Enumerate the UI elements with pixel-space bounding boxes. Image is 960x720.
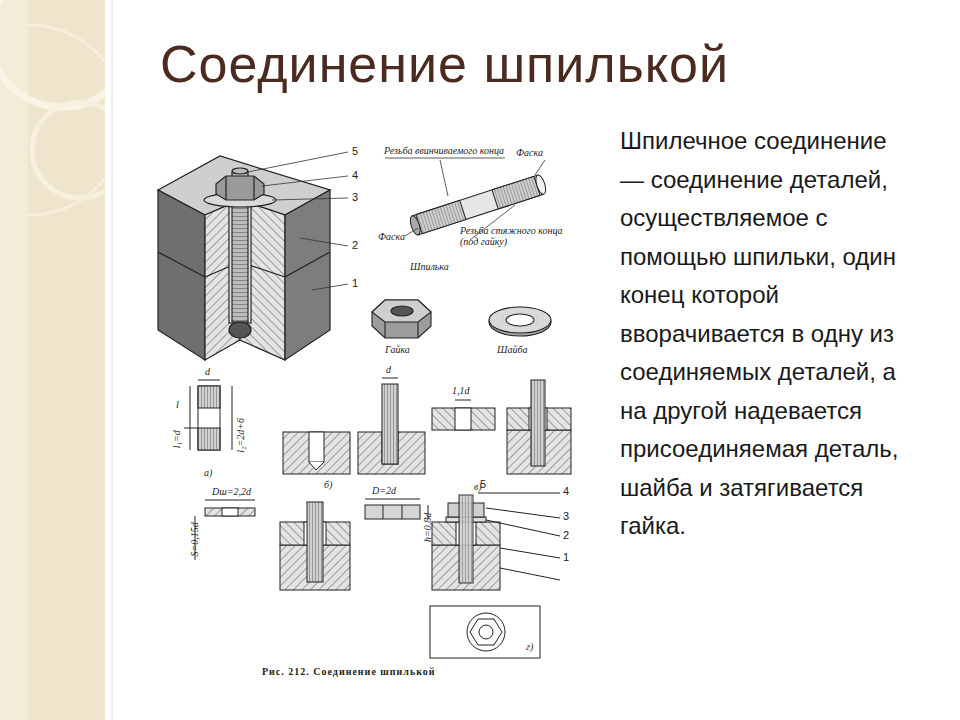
washer-drawing — [489, 307, 551, 336]
callout-number: 5 — [480, 478, 486, 490]
top-view — [430, 606, 540, 658]
callout-number: 5 — [352, 145, 358, 157]
dimension-label: 1,1d — [452, 386, 470, 397]
view-letter: г) — [526, 642, 533, 653]
part-label: Резьба стяжного конца (под гайку) — [460, 226, 578, 247]
view-c — [432, 380, 571, 474]
part-label: Фаска — [516, 148, 543, 159]
callout-number: 4 — [352, 169, 358, 181]
dimension-label: D=2d — [372, 486, 396, 497]
callout-number: 1 — [563, 551, 569, 563]
callout-number: 2 — [352, 239, 358, 251]
callout-number: 1 — [352, 277, 358, 289]
callout-number: 2 — [563, 529, 569, 541]
dimension-label: l₁=d — [172, 430, 183, 448]
part-label: Фаска — [378, 232, 405, 243]
body-text: Шпилечное соединение — соединение детале… — [620, 122, 916, 546]
view-letter: б) — [324, 480, 332, 491]
part-label: Резьба ввинчиваемого конца — [384, 146, 512, 157]
assembly-section — [280, 502, 350, 590]
dimension-label: d — [205, 367, 210, 378]
final-assembly — [432, 493, 560, 590]
dimension-label: Dш=2,2d — [212, 487, 251, 498]
figure-caption: Рис. 212. Соединение шпилькой — [262, 666, 436, 677]
part-label: Гайка — [385, 345, 410, 356]
part-label: Шпилька — [410, 262, 449, 273]
callout-number: 4 — [563, 485, 569, 497]
dimension-label: d — [386, 365, 391, 376]
slide-title: Соединение шпилькой — [160, 34, 729, 94]
washer-section — [195, 500, 255, 560]
dimension-label: h=0,8d — [423, 513, 434, 542]
dimension-label: l₂=2d+6 — [236, 418, 247, 453]
view-b — [283, 378, 425, 474]
dimension-label: S=0,15d — [190, 522, 201, 556]
nut-drawing — [372, 300, 431, 338]
isometric-cutaway — [158, 156, 330, 360]
view-a — [184, 380, 232, 450]
view-letter: а) — [204, 468, 212, 479]
callout-leaders — [248, 152, 348, 290]
callout-number: 3 — [352, 191, 358, 203]
decor-stripe — [0, 0, 134, 720]
callout-number: 3 — [563, 510, 569, 522]
dimension-label: l — [176, 400, 179, 411]
nut-section — [365, 499, 428, 519]
part-label: Шайба — [497, 345, 527, 356]
